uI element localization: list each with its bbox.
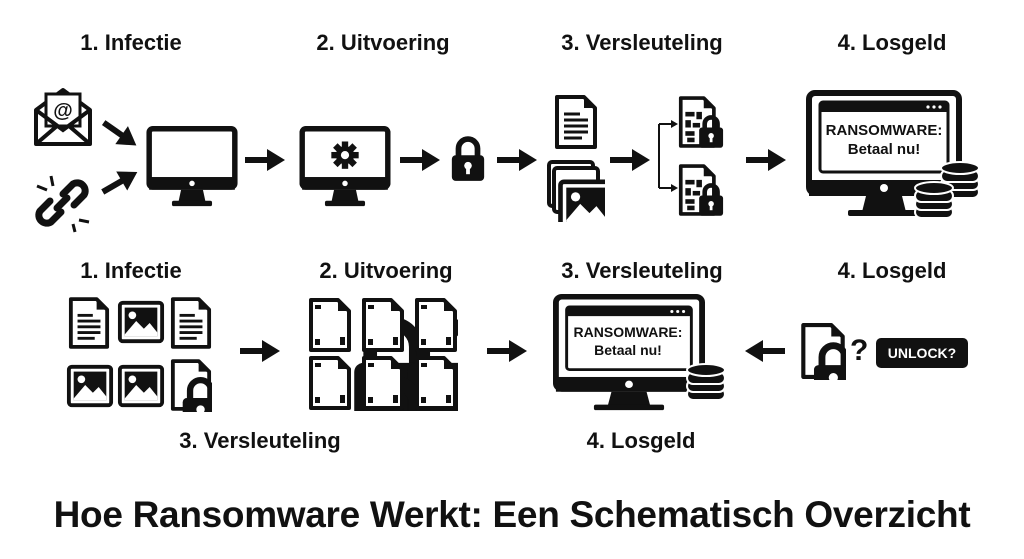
bottom-step-execution-label: 2. Uitvoering bbox=[319, 258, 453, 283]
ransom-message: RANSOMWARE: Betaal nu! bbox=[566, 324, 690, 359]
top-step-execution-label: 2. Uitvoering bbox=[316, 30, 450, 55]
locked-file-icon bbox=[800, 322, 846, 380]
ransom-message: RANSOMWARE: Betaal nu! bbox=[822, 122, 946, 160]
arrow-icon bbox=[487, 339, 527, 363]
arrow-icon bbox=[240, 339, 280, 363]
arrow-icon bbox=[745, 148, 787, 172]
top-step-encryption-label: 3. Versleuteling bbox=[561, 30, 723, 55]
sub-label-ransom: 4. Losgeld bbox=[586, 428, 696, 453]
bottom-step-encryption-label: 3. Versleuteling bbox=[561, 258, 723, 283]
image-file-icon bbox=[117, 298, 165, 346]
encrypted-files-grid bbox=[308, 297, 458, 411]
ransom-demand: Betaal nu! bbox=[594, 341, 662, 358]
ransom-title: RANSOMWARE: bbox=[825, 122, 943, 139]
ransom-monitor-icon bbox=[553, 294, 705, 412]
computer-gear-icon bbox=[296, 126, 394, 208]
branch-arrows-icon bbox=[655, 118, 679, 194]
arrow-icon bbox=[400, 148, 440, 172]
arrow-icon bbox=[497, 148, 537, 172]
image-stack-icon bbox=[547, 160, 605, 222]
image-file-icon bbox=[66, 362, 114, 410]
computer-icon bbox=[146, 126, 238, 208]
bottom-step-ransom-label: 4. Losgeld bbox=[837, 258, 947, 283]
arrow-icon bbox=[245, 148, 285, 172]
broken-link-icon bbox=[33, 172, 93, 234]
ransom-title: RANSOMWARE: bbox=[573, 324, 683, 340]
question-mark: ? bbox=[850, 334, 869, 367]
bottom-step-infection-label: 1. Infectie bbox=[80, 258, 182, 283]
coins-icon bbox=[914, 180, 954, 220]
document-icon bbox=[554, 94, 598, 150]
ransom-demand: Betaal nu! bbox=[847, 140, 921, 158]
locked-file-icon bbox=[170, 358, 212, 412]
encrypted-file-icon bbox=[678, 94, 724, 150]
svg-text:@: @ bbox=[53, 100, 73, 122]
top-step-ransom-label: 4. Losgeld bbox=[837, 30, 947, 55]
image-file-icon bbox=[117, 362, 165, 410]
unlock-button[interactable]: UNLOCK? bbox=[876, 338, 968, 368]
document-icon bbox=[68, 296, 110, 350]
encrypted-file-icon bbox=[678, 162, 724, 218]
diagram-title: Hoe Ransomware Werkt: Een Schematisch Ov… bbox=[53, 494, 971, 535]
top-step-infection-label: 1. Infectie bbox=[80, 30, 182, 55]
arrow-icon bbox=[610, 148, 650, 172]
email-icon: @ bbox=[33, 86, 93, 148]
arrow-icon bbox=[97, 162, 144, 203]
ransom-monitor-icon bbox=[806, 90, 962, 218]
sub-label-encryption: 3. Versleuteling bbox=[179, 428, 341, 453]
lock-icon bbox=[449, 134, 487, 184]
document-icon bbox=[170, 296, 212, 350]
arrow-left-icon bbox=[745, 339, 785, 363]
arrow-icon bbox=[97, 113, 144, 156]
coins-icon bbox=[686, 354, 726, 410]
